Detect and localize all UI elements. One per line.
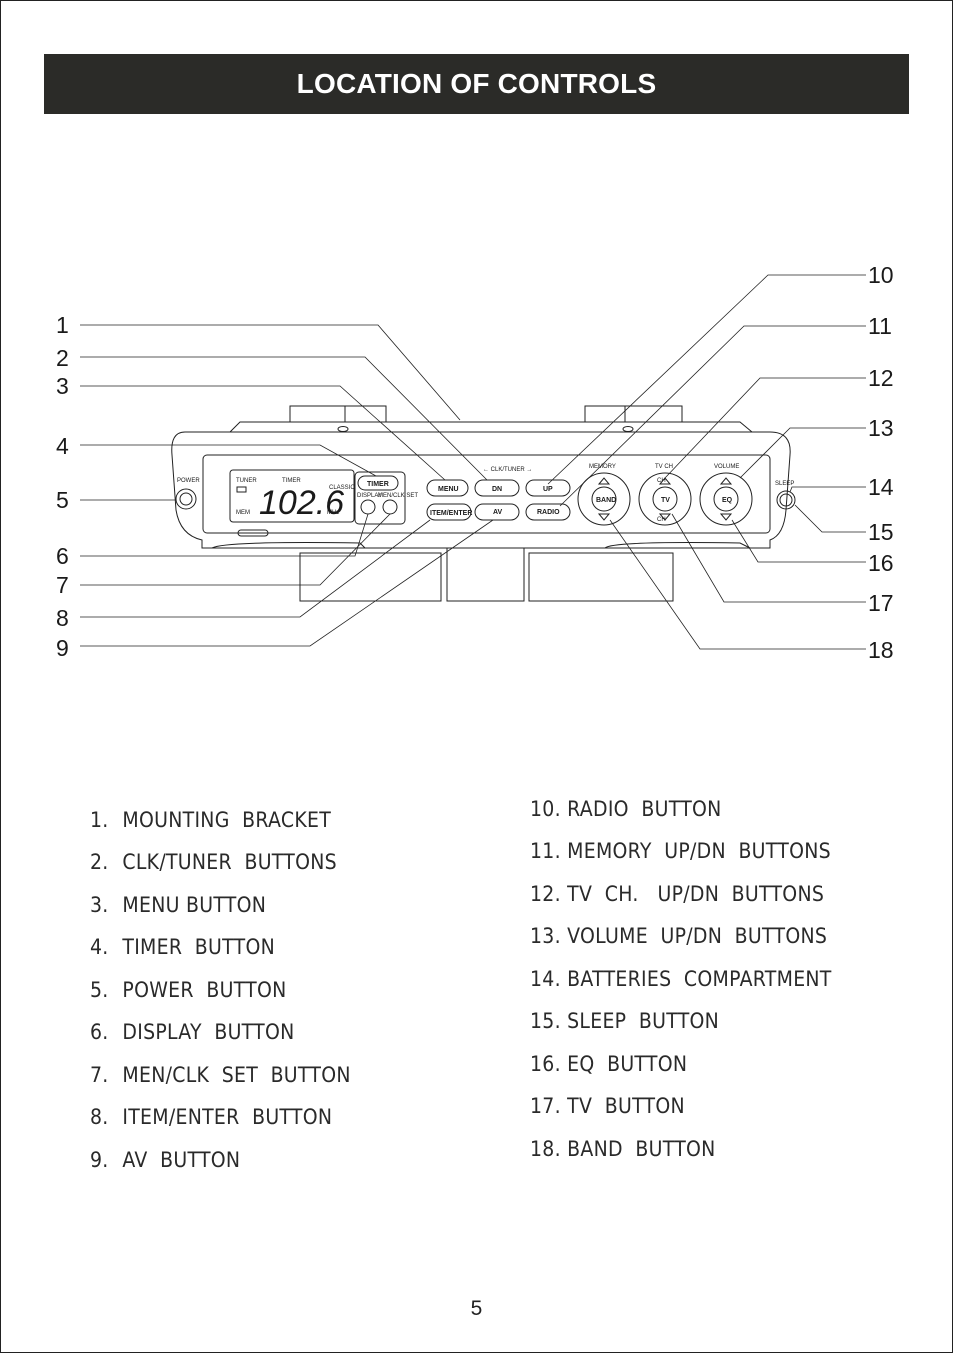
band-button: [591, 486, 617, 512]
av-label: AV: [493, 509, 503, 516]
timer-button: [357, 475, 399, 491]
callout-16: 16: [868, 550, 894, 576]
page-title: LOCATION OF CONTROLS: [296, 68, 657, 99]
volume-pad: [699, 472, 753, 526]
radio-label: RADIO: [537, 509, 560, 516]
callout-4: 4: [56, 433, 69, 459]
tv-button: [652, 486, 678, 512]
battery-compartment-3: [528, 552, 674, 602]
legend-item-16: 16. EQ BUTTON: [530, 1052, 688, 1076]
legend-item-9: 9.AV BUTTON: [90, 1148, 241, 1172]
legend-item-14: 14. BATTERIES COMPARTMENT: [530, 967, 832, 991]
legend-item-6: 6.DISPLAY BUTTON: [90, 1020, 295, 1044]
callout-18: 18: [868, 637, 894, 663]
eq-button: [713, 486, 739, 512]
callout-15: 15: [868, 519, 894, 545]
legend-item-3: 3.MENU BUTTON: [90, 893, 267, 917]
item-enter-label: ITEM/ENTER: [430, 510, 472, 517]
callout-6: 6: [56, 543, 69, 569]
battery-compartment-1: [299, 552, 442, 602]
callout-17: 17: [868, 590, 894, 616]
ch-up-label: CH: [657, 478, 666, 484]
lcd-digits: 102.6: [259, 484, 344, 522]
callout-3: 3: [56, 373, 69, 399]
lcd-display: [229, 469, 355, 523]
legend-item-5: 5.POWER BUTTON: [90, 978, 287, 1002]
front-panel: [202, 454, 771, 534]
legend-item-17: 17. TV BUTTON: [530, 1094, 685, 1118]
item-enter-button: [426, 503, 472, 521]
eq-label: EQ: [722, 497, 733, 504]
legend-item-18: 18. BAND BUTTON: [530, 1137, 716, 1161]
battery-compartment-2: [446, 547, 525, 602]
av-button: [474, 503, 520, 521]
callout-5: 5: [56, 487, 69, 513]
legend-item-12: 12. TV CH. UP/DN BUTTONS: [530, 882, 825, 906]
clk-tuner-label: ← CLK/TUNER →: [483, 467, 532, 473]
display-button: [360, 499, 376, 515]
header-bar: LOCATION OF CONTROLS: [44, 54, 909, 114]
controls-diagram: 102.6 POWER TUNER TIMER MEM MHz CLASSIC …: [56, 262, 894, 663]
sleep-label: SLEEP: [775, 481, 794, 487]
sleep-button: [776, 490, 796, 510]
legend-item-2: 2.CLK/TUNER BUTTONS: [90, 850, 337, 874]
menu-label: MENU: [438, 486, 459, 493]
dn-button: [474, 479, 520, 497]
ch-dn-label: CH: [657, 517, 666, 523]
legend-item-7: 7.MEN/CLK SET BUTTON: [90, 1063, 351, 1087]
page-number: 5: [470, 1297, 483, 1320]
timer-small-label: TIMER: [282, 478, 301, 484]
legend-item-1: 1.MOUNTING BRACKET: [90, 808, 332, 832]
dn-label: DN: [492, 486, 502, 493]
callout-9: 9: [56, 635, 69, 661]
power-label: POWER: [177, 478, 200, 484]
callout-10: 10: [868, 262, 894, 288]
volume-label: VOLUME: [714, 464, 739, 470]
radio-button: [525, 503, 571, 521]
tv-label: TV: [661, 497, 670, 504]
legend-item-8: 8.ITEM/ENTER BUTTON: [90, 1105, 333, 1129]
classic-label: CLASSIC: [329, 485, 355, 491]
mem-label: MEM: [236, 510, 250, 516]
device-body: [171, 431, 791, 549]
callout-1: 1: [56, 312, 69, 338]
legend-item-15: 15. SLEEP BUTTON: [530, 1009, 720, 1033]
tvch-pad: [638, 472, 692, 526]
memory-pad: [577, 472, 631, 526]
tvch-label: TV CH: [655, 464, 673, 470]
callout-7: 7: [56, 572, 69, 598]
menclk-label: MEN/CLK SET: [378, 493, 418, 499]
mounting-bracket-right: [584, 405, 683, 423]
callout-8: 8: [56, 605, 69, 631]
callout-13: 13: [868, 415, 894, 441]
callout-11: 11: [868, 313, 892, 339]
up-label: UP: [543, 486, 553, 493]
callout-2: 2: [56, 345, 69, 371]
menclk-set-button: [382, 499, 398, 515]
legend-item-4: 4.TIMER BUTTON: [90, 935, 276, 959]
callout-12: 12: [868, 365, 894, 391]
legend-item-11: 11. MEMORY UP/DN BUTTONS: [530, 839, 831, 863]
power-button: [175, 488, 197, 510]
callout-14: 14: [868, 474, 894, 500]
legend-item-13: 13. VOLUME UP/DN BUTTONS: [530, 924, 828, 948]
memory-label: MEMORY: [589, 464, 616, 470]
tuner-label: TUNER: [236, 478, 257, 484]
legend-item-10: 10. RADIO BUTTON: [530, 797, 722, 821]
menu-button: [426, 479, 469, 497]
mhz-label: MHz: [327, 510, 339, 516]
up-button: [525, 479, 571, 497]
display-label: DISPLAY: [357, 493, 382, 499]
timer-label: TIMER: [367, 481, 389, 488]
band-label: BAND: [596, 497, 616, 504]
